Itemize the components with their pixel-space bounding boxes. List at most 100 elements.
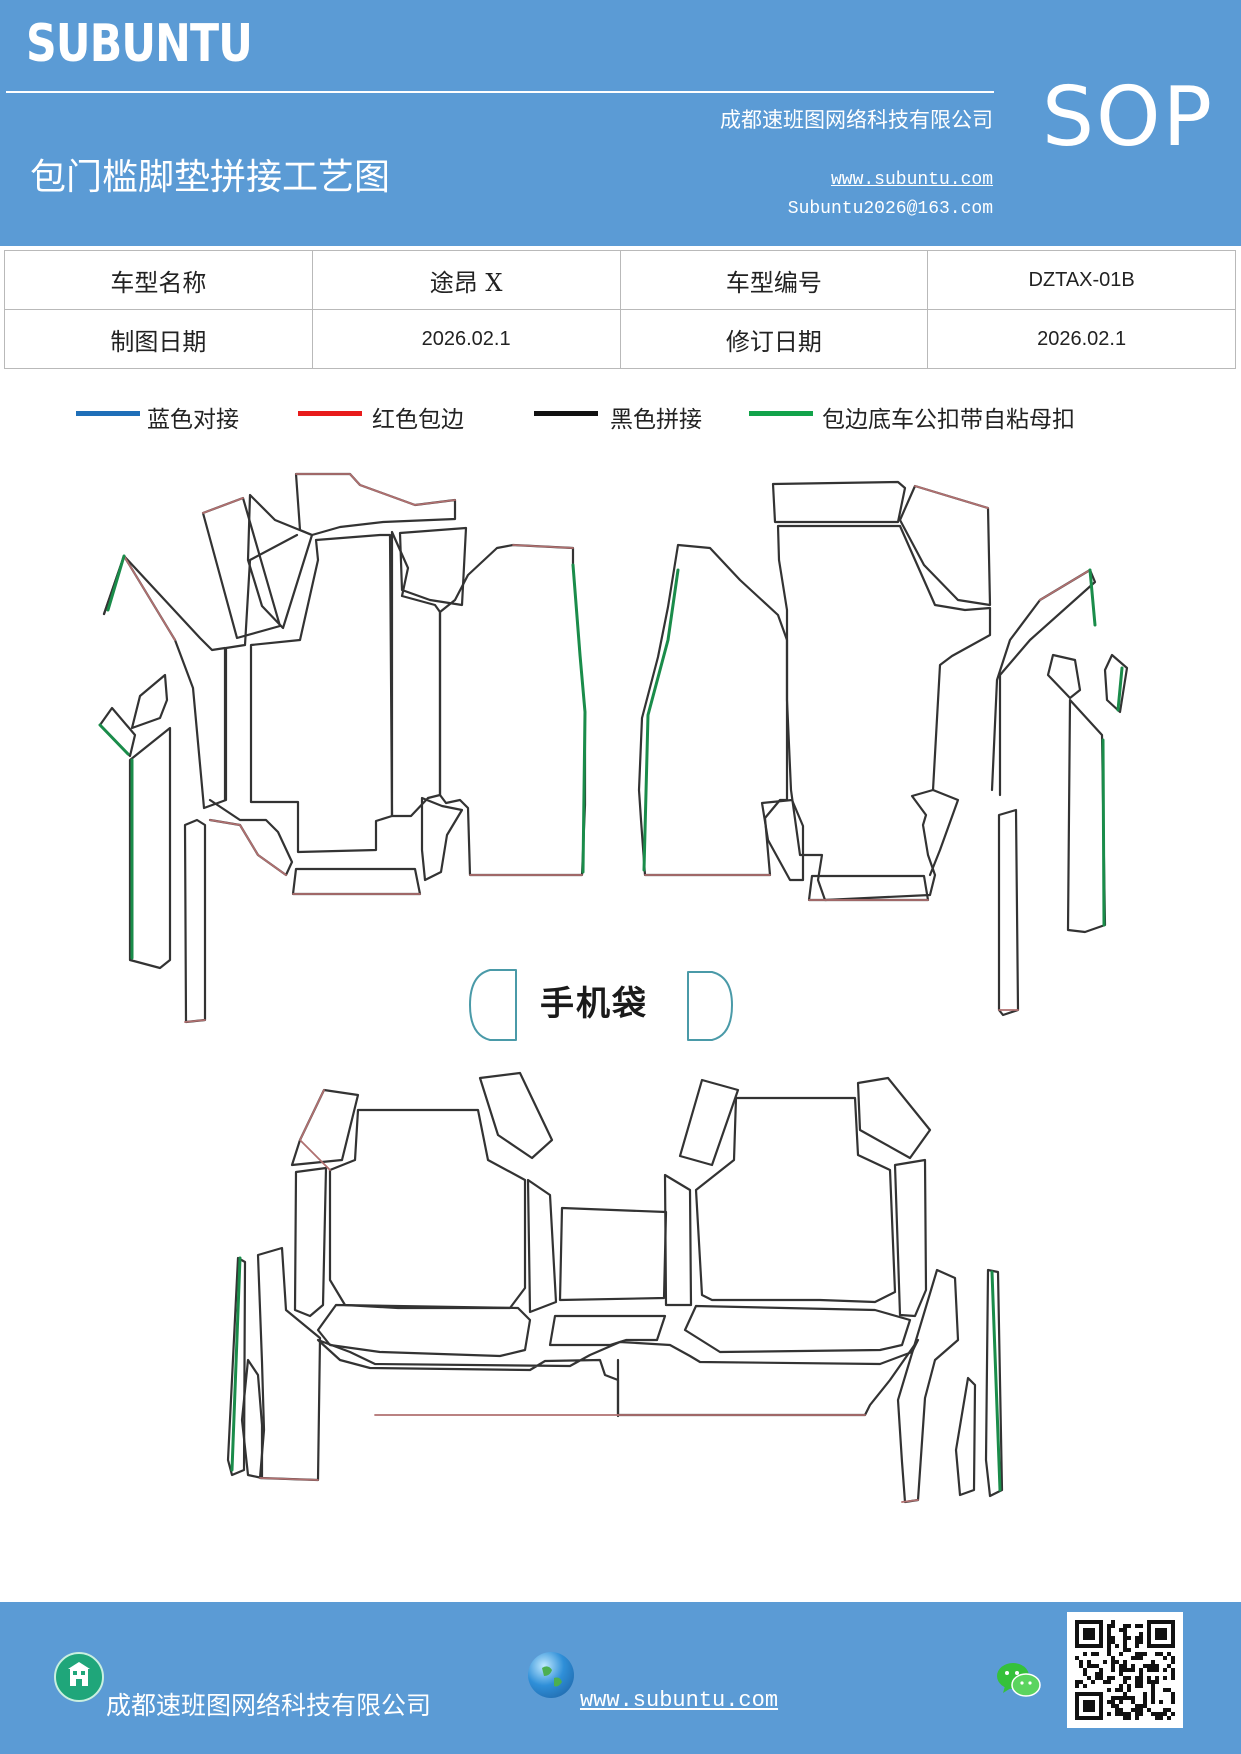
header-divider: [6, 91, 994, 93]
velcro-edge: [98, 723, 130, 756]
edge-binding: [299, 1089, 331, 1171]
mat-piece: [208, 798, 294, 877]
email-address: Subuntu2026@163.com: [787, 199, 993, 219]
mat-piece: [678, 1078, 740, 1167]
mat-piece: [183, 818, 207, 1024]
mat-piece: [328, 1108, 527, 1310]
mat-piece: [201, 496, 282, 640]
mat-piece: [548, 1314, 667, 1347]
table-cell: 车型编号: [619, 250, 929, 310]
edge-binding: [259, 1477, 319, 1481]
legend-label: 红色包边: [372, 407, 464, 433]
phone-pocket-label: 手机袋: [540, 984, 648, 1024]
table-cell: 修订日期: [619, 309, 929, 369]
mat-piece: [760, 798, 805, 882]
legend-swatch: [76, 411, 140, 416]
mat-piece: [771, 480, 907, 524]
mat-piece: [558, 1206, 668, 1302]
mat-piece: [398, 526, 468, 607]
brand-logo: SUBUNTU: [26, 14, 253, 74]
mat-piece: [1046, 653, 1082, 700]
velcro-edge: [1101, 738, 1106, 927]
mat-piece: [478, 1071, 554, 1160]
edge-binding: [123, 555, 176, 641]
mat-piece: [893, 1158, 928, 1318]
mat-piece: [984, 1268, 1004, 1498]
mat-piece: [256, 1246, 322, 1482]
velcro-edge: [571, 563, 587, 874]
mat-piece: [928, 788, 960, 877]
mat-piece: [316, 1338, 920, 1417]
mat-piece: [637, 543, 789, 877]
velcro-edge: [990, 1270, 1002, 1492]
footer-website-link[interactable]: www.subuntu.com: [580, 1688, 779, 1713]
mat-piece: [1066, 698, 1107, 934]
mat-piece: [294, 472, 457, 537]
legend-label: 蓝色对接: [147, 407, 239, 433]
edge-binding: [512, 544, 574, 549]
mat-piece: [896, 1268, 960, 1504]
vehicle-info-table: 车型名称 途昂 X 车型编号 DZTAX-01B 制图日期 2026.02.1 …: [4, 250, 1236, 369]
legend-swatch: [534, 411, 598, 416]
mat-piece: [776, 524, 992, 902]
mat-piece: [316, 1303, 532, 1358]
mat-piece: [694, 1096, 897, 1304]
building-icon: [54, 1652, 104, 1702]
mat-piece: [249, 533, 394, 854]
mat-piece: [420, 796, 464, 882]
velcro-edge: [106, 554, 126, 612]
mat-piece: [291, 867, 422, 896]
table-cell: 途昂 X: [311, 250, 621, 310]
table-row: 制图日期 2026.02.1 修订日期 2026.02.1: [4, 309, 1236, 369]
legend-swatch: [298, 411, 362, 416]
mat-piece: [954, 1376, 977, 1497]
velcro-edge: [642, 568, 680, 872]
legend-label: 黑色拼接: [610, 407, 702, 433]
phone-pocket-right: [687, 971, 733, 1041]
table-cell: 车型名称: [4, 250, 313, 310]
edge-binding: [295, 473, 456, 506]
company-name: 成都速班图网络科技有限公司: [720, 108, 993, 132]
mat-piece: [856, 1076, 932, 1160]
doc-type-label: SOP: [1042, 70, 1215, 165]
mat-piece: [130, 673, 169, 730]
mat-piece: [246, 493, 314, 630]
phone-pocket-left: [469, 969, 517, 1041]
wechat-icon: [995, 1658, 1043, 1702]
table-cell: 2026.02.1: [927, 309, 1236, 369]
velcro-edge: [1088, 568, 1097, 627]
footer-company-name: 成都速班图网络科技有限公司: [106, 1691, 432, 1720]
table-cell: 制图日期: [4, 309, 313, 369]
legend-swatch: [749, 411, 813, 416]
table-row: 车型名称 途昂 X 车型编号 DZTAX-01B: [4, 250, 1236, 310]
mat-piece: [293, 1166, 328, 1318]
mat-piece: [663, 1173, 693, 1307]
edge-binding: [184, 1019, 206, 1023]
velcro-edge: [1116, 666, 1124, 712]
legend-label: 包边底车公扣带自粘母扣: [822, 407, 1075, 433]
page-title: 包门槛脚垫拼接工艺图: [30, 157, 391, 198]
color-legend: 蓝色对接 红色包边 黑色拼接 包边底车公扣带自粘母扣: [0, 400, 1241, 440]
header-banner: SUBUNTU 成都速班图网络科技有限公司 包门槛脚垫拼接工艺图 www.sub…: [0, 0, 1241, 246]
edge-binding: [202, 497, 244, 514]
table-cell: 2026.02.1: [311, 309, 621, 369]
mat-piece: [226, 1256, 247, 1477]
mat-piece: [683, 1304, 912, 1354]
edge-binding: [914, 485, 989, 509]
mat-piece: [390, 530, 442, 818]
table-cell: DZTAX-01B: [927, 250, 1236, 310]
edge-binding: [209, 819, 287, 876]
footer-banner: 成都速班图网络科技有限公司 www.subuntu.com: [0, 1602, 1241, 1754]
globe-icon: [528, 1652, 574, 1698]
qr-code: [1067, 1612, 1183, 1728]
mat-pattern-drawing: [98, 472, 1129, 1504]
website-link[interactable]: www.subuntu.com: [830, 170, 993, 190]
mat-piece: [290, 1088, 360, 1167]
mat-piece: [526, 1178, 558, 1314]
velcro-edge: [230, 1256, 242, 1472]
edge-binding: [1039, 569, 1091, 601]
mat-piece: [128, 726, 172, 970]
mat-piece: [997, 808, 1020, 1017]
edge-binding: [901, 1499, 919, 1503]
mat-piece: [1103, 653, 1129, 714]
